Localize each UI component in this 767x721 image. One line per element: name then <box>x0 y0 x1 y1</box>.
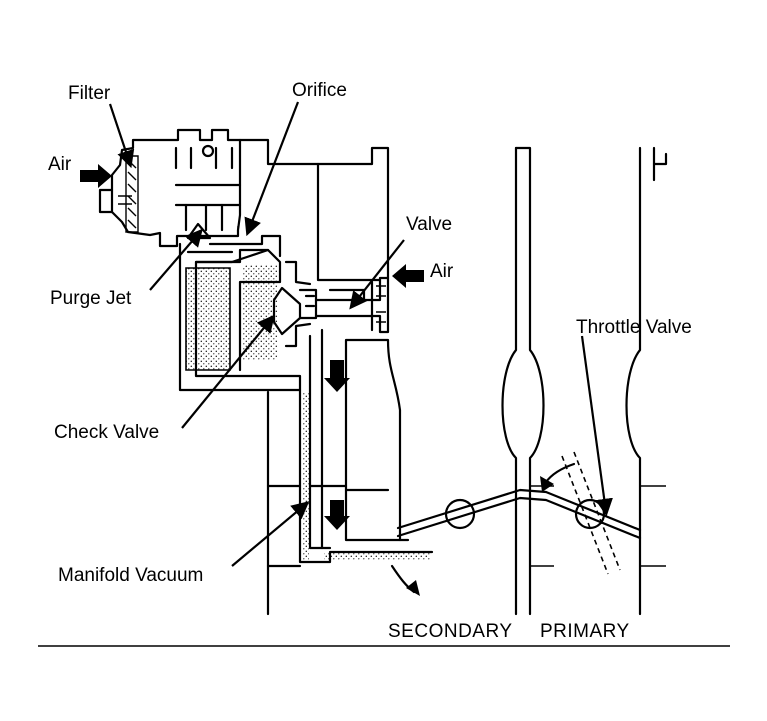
label-filter: Filter <box>68 83 111 104</box>
label-check-valve: Check Valve <box>54 422 159 443</box>
flow-arrows <box>80 164 424 530</box>
secondary-bore <box>344 338 410 542</box>
manifold-vacuum-leader <box>231 501 310 567</box>
canister-housing <box>98 128 242 248</box>
filter-leader <box>108 103 135 169</box>
purge-chamber <box>178 242 302 392</box>
check-valve-leader <box>181 314 275 429</box>
label-secondary: SECONDARY <box>388 621 513 642</box>
orifice-leader <box>244 101 300 237</box>
venturi-barrel-1 <box>501 146 545 616</box>
venturi-barrel-2 <box>625 146 668 616</box>
valve-leader <box>349 239 405 310</box>
label-air-left: Air <box>48 154 72 175</box>
purge-jet-leader <box>149 228 203 291</box>
valve <box>314 276 390 334</box>
label-throttle-valve: Throttle Valve <box>576 317 692 338</box>
label-purge-jet: Purge Jet <box>50 288 132 309</box>
rotation-arrows <box>390 462 576 596</box>
label-primary: PRIMARY <box>540 621 630 642</box>
leader-lines <box>108 101 613 567</box>
orifice-passage <box>208 226 282 258</box>
label-orifice: Orifice <box>292 80 347 101</box>
throttle-valve-open-dashed <box>561 451 621 575</box>
throttle-linkage <box>396 488 642 540</box>
label-valve: Valve <box>406 214 452 235</box>
label-air-right: Air <box>430 261 454 282</box>
throttle-valve-leader <box>580 335 613 517</box>
label-manifold-vacuum: Manifold Vacuum <box>58 565 203 586</box>
filter-screen <box>125 155 139 233</box>
